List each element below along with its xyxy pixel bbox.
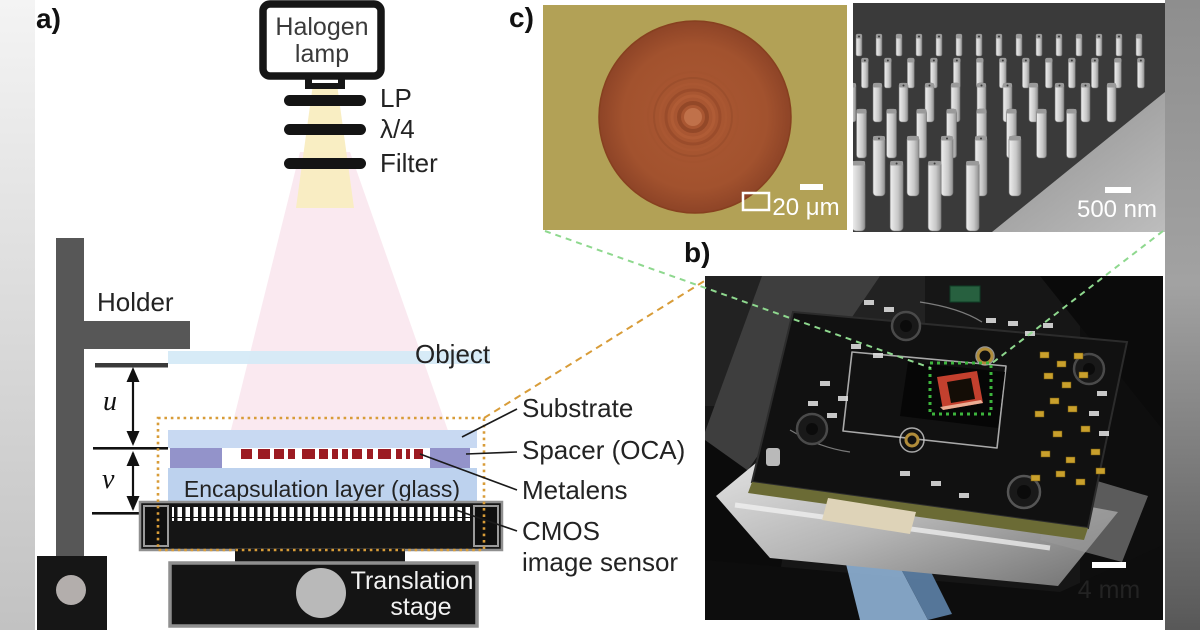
metalens-array: [241, 449, 423, 459]
green-links: [544, 230, 1164, 369]
cmos-sensor: [138, 500, 504, 552]
chip-edge-highlight: [940, 400, 983, 410]
plated-hole-2: [904, 432, 920, 448]
stage-label-line2: stage: [390, 593, 451, 621]
object-label: Object: [415, 339, 491, 369]
leader-cmos: [455, 509, 518, 532]
link-sem-to-chip: [990, 230, 1164, 365]
photo-scale-label: 4 mm: [1078, 576, 1141, 604]
chip-aperture: [947, 378, 975, 403]
sensor-plane-tick: [92, 512, 149, 515]
silkscreen-curves: [789, 301, 983, 453]
left-gradient-strip: [0, 0, 35, 630]
filter-label: Filter: [380, 148, 438, 178]
holder: [56, 238, 190, 558]
dimension-arrows: u v: [92, 363, 168, 515]
standoff: [766, 448, 780, 466]
panel-a-schematic: a) Halogen lamp LP λ/4 Filter Holder: [36, 0, 707, 630]
stage-label-line1: Translation: [351, 567, 474, 595]
screws: [795, 310, 1106, 510]
sem-scale-bar: [1105, 187, 1131, 193]
sem-pillar-field: [853, 33, 1145, 232]
panel-b-photo: 4 mm: [705, 276, 1163, 620]
light-beam-yellow: [296, 84, 354, 208]
zoom-region-box: [741, 191, 771, 212]
object-slide: [168, 351, 490, 364]
lamp-label-line2: lamp: [295, 40, 349, 68]
link-optical-to-chip: [544, 230, 932, 369]
sem-micrograph: 500 nm: [853, 3, 1165, 232]
leader-substrate: [461, 408, 518, 438]
holder-base-knob: [56, 575, 86, 605]
optical-scale-bar: [800, 184, 823, 190]
leader-metalens: [419, 453, 518, 491]
holder-label: Holder: [97, 287, 174, 317]
pcb-edge: [748, 482, 1088, 540]
silkscreen-ring-2: [975, 346, 995, 366]
light-beam-pink: [228, 152, 452, 442]
cmos-endcap-left: [143, 505, 169, 547]
sem-scale-label: 500 nm: [1077, 196, 1157, 223]
spacer-label: Spacer (OCA): [522, 435, 685, 465]
photo-scale-bar: [1092, 562, 1126, 568]
quarter-wave-plate-bar: [284, 124, 366, 135]
holder-arm: [84, 321, 190, 349]
substrate-label: Substrate: [522, 393, 633, 423]
chip-highlight-box: [928, 361, 993, 416]
v-arrowhead-top: [126, 451, 140, 466]
filter-bar: [284, 158, 366, 169]
leader-lines: [419, 408, 518, 532]
substrate-layer: [168, 430, 477, 448]
object-tick: [95, 363, 168, 368]
camera-module-outline: [156, 416, 486, 552]
panel-b-label: b): [684, 237, 710, 268]
stage-knob: [296, 568, 346, 618]
spacers: [170, 448, 470, 468]
optical-elements: LP λ/4 Filter: [284, 83, 438, 178]
optical-micrograph: 20 μm: [543, 5, 847, 230]
v-arrowhead-bottom: [126, 496, 140, 511]
metalens-plane-tick: [93, 447, 168, 450]
silkscreen-ring-1: [899, 427, 925, 453]
cmos-label-line1: CMOS: [522, 516, 600, 546]
cmos-endcap-right: [473, 505, 499, 547]
right-gradient-strip: [1165, 0, 1200, 630]
halogen-lamp: Halogen lamp: [259, 0, 385, 89]
optical-scale-label: 20 μm: [772, 194, 839, 221]
quarter-wave-label: λ/4: [380, 114, 415, 144]
leader-spacer: [465, 451, 518, 455]
stage-connector: [235, 549, 405, 564]
u-arrowhead-bottom: [126, 431, 140, 446]
cmos-label-line2: image sensor: [522, 547, 678, 577]
lamp-label-line1: Halogen: [275, 13, 368, 41]
orange-links: [156, 279, 707, 552]
u-label: u: [103, 386, 117, 417]
translation-stage: Translation stage: [168, 561, 479, 628]
spacer-left: [170, 448, 222, 468]
panel-a-label: a): [36, 3, 61, 34]
fresnel-rings: [647, 71, 739, 163]
u-arrowhead-top: [126, 367, 140, 382]
plated-hole-1: [976, 347, 994, 365]
green-component: [949, 285, 981, 303]
panel-c-label: c): [509, 2, 534, 33]
lamp-housing: [259, 0, 385, 80]
beige-connector: [822, 498, 916, 534]
module-to-photo-link: [483, 279, 707, 419]
silkscreen-trace: [842, 351, 1007, 449]
lp-label: LP: [380, 83, 412, 113]
encapsulation-label: Encapsulation layer (glass): [184, 476, 460, 502]
linear-polarizer-bar: [284, 95, 366, 106]
holder-post: [56, 238, 84, 558]
panel-c-micrographs: c) 20 μm 500 nm: [509, 2, 1165, 232]
cmos-microlens-comb: [172, 507, 472, 521]
spacer-right: [430, 448, 470, 468]
v-label: v: [102, 464, 115, 495]
metalens-label: Metalens: [522, 475, 628, 505]
